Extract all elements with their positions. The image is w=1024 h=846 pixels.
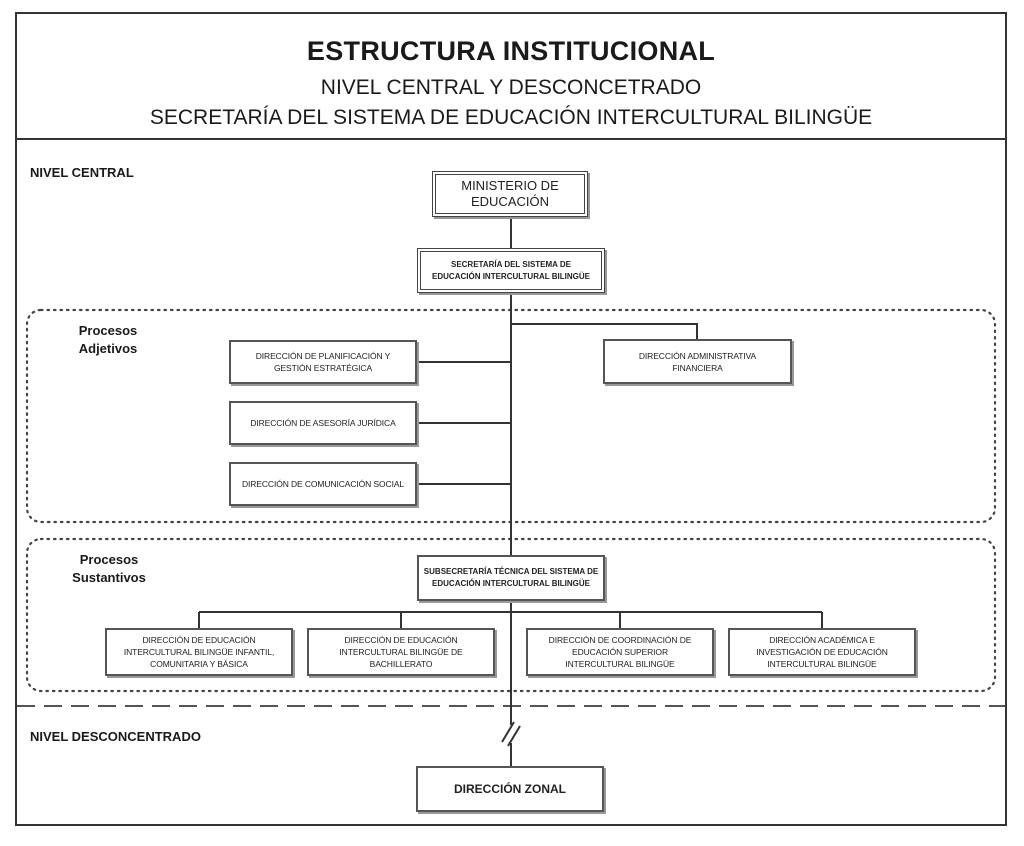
node-academica: DIRECCIÓN ACADÉMICA E INVESTIGACIÓN DE E…: [728, 628, 916, 676]
node-secretaria: SECRETARÍA DEL SISTEMA DE EDUCACIÓN INTE…: [417, 248, 605, 293]
connector-administrativa: [511, 323, 698, 339]
node-superior: DIRECCIÓN DE COORDINACIÓN DE EDUCACIÓN S…: [526, 628, 714, 676]
node-ministerio: MINISTERIO DE EDUCACIÓN: [432, 171, 588, 217]
node-comunicacion: DIRECCIÓN DE COMUNICACIÓN SOCIAL: [229, 462, 417, 506]
node-zonal: DIRECCIÓN ZONAL: [416, 766, 604, 812]
node-planificacion: DIRECCIÓN DE PLANIFICACIÓN Y GESTIÓN EST…: [229, 340, 417, 384]
node-asesoria: DIRECCIÓN DE ASESORÍA JURÍDICA: [229, 401, 417, 445]
level-label-central: NIVEL CENTRAL: [30, 165, 134, 180]
diagram-subtitle-level: NIVEL CENTRAL Y DESCONCETRADO: [320, 76, 702, 99]
break-mark-icon: [500, 721, 522, 747]
node-administrativa: DIRECCIÓN ADMINISTRATIVA FINANCIERA: [603, 339, 792, 384]
diagram-frame: [15, 12, 1007, 826]
node-infantil: DIRECCIÓN DE EDUCACIÓN INTERCULTURAL BIL…: [105, 628, 293, 676]
group-label-sustantivos: Procesos Sustantivos: [72, 552, 146, 585]
diagram-subtitle-secretaria: SECRETARÍA DEL SISTEMA DE EDUCACIÓN INTE…: [149, 106, 873, 129]
diagram-header: ESTRUCTURA INSTITUCIONAL NIVEL CENTRAL Y…: [15, 12, 1007, 140]
node-bachillerato: DIRECCIÓN DE EDUCACIÓN INTERCULTURAL BIL…: [307, 628, 495, 676]
diagram-title: ESTRUCTURA INSTITUCIONAL: [306, 36, 716, 66]
node-subsecretaria: SUBSECRETARÍA TÉCNICA DEL SISTEMA DE EDU…: [417, 555, 605, 601]
group-label-adjetivos: Procesos Adjetivos: [78, 323, 138, 356]
level-label-desconcentrado: NIVEL DESCONCENTRADO: [30, 729, 201, 744]
